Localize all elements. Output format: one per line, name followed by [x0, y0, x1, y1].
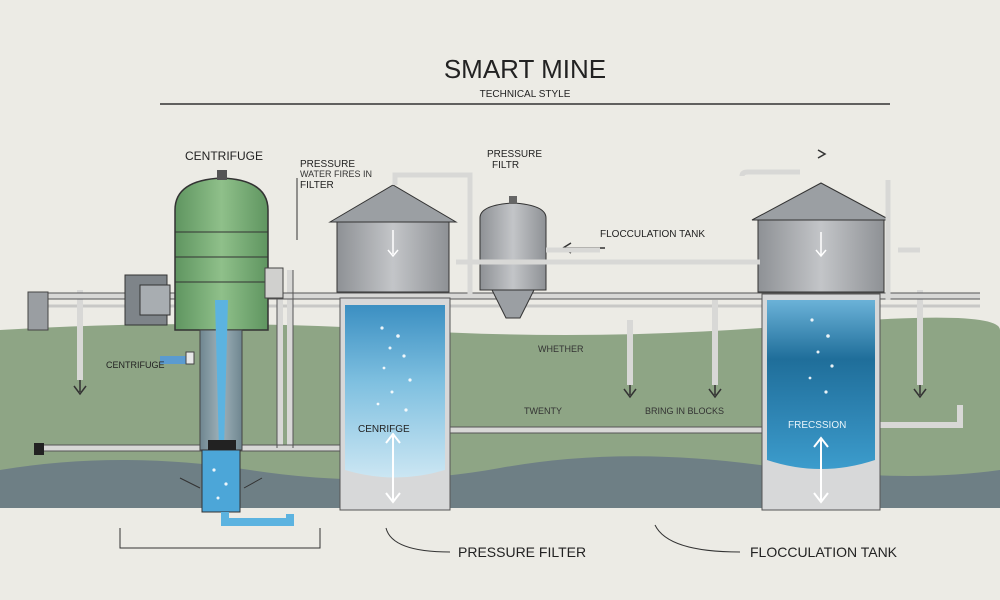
small-label-1: WHETHER	[538, 344, 584, 354]
label-pressure-filter-garbled-2: WATER FIRES IN	[300, 169, 372, 179]
label-pressure-filter-top-1: PRESSURE	[487, 149, 542, 160]
centrifuge	[174, 170, 284, 331]
flocculation-tank	[739, 169, 920, 511]
connecting-pipes	[392, 172, 760, 298]
label-centrifuge-top: CENTRIFUGE	[185, 149, 263, 163]
label-centrifuge-tank: CENRIFGE	[358, 424, 410, 435]
label-pressure-filter-garbled-3: FILTER	[300, 180, 334, 191]
header: SMART MINE TECHNICAL STYLE	[160, 54, 890, 105]
pressure-filter-small	[479, 196, 547, 319]
page-subtitle: TECHNICAL STYLE	[480, 89, 571, 100]
small-label-3: BRING IN BLOCKS	[645, 406, 724, 416]
callout-lines	[119, 178, 741, 553]
small-label-2: TWENTY	[524, 406, 562, 416]
groundwater-layer	[0, 456, 1000, 510]
bedrock-band	[0, 508, 1000, 600]
label-flocculation-inner: FRECSSION	[788, 420, 846, 431]
page-title: SMART MINE	[444, 54, 606, 84]
valve-marker	[34, 443, 44, 455]
label-pressure-filter-top-2: FILTR	[492, 160, 519, 171]
label-centrifuge-side: CENTRIFUGE	[106, 360, 165, 370]
label-bottom-pressure-filter: PRESSURE FILTER	[458, 544, 586, 560]
ground-layers	[0, 317, 1000, 600]
labels: CENTRIFUGE PRESSURE WATER FIRES IN FILTE…	[106, 149, 898, 560]
centrifuge-shaft	[160, 300, 294, 526]
water-bubbles	[212, 318, 834, 500]
label-bottom-flocculation-tank: FLOCCULATION TANK	[750, 544, 898, 560]
pump-unit	[27, 274, 171, 331]
label-pressure-filter-garbled-1: PRESSURE	[300, 159, 355, 170]
pressure-filter-tank	[328, 184, 458, 511]
label-flocculation-tank-top: FLOCCULATION TANK	[600, 229, 705, 240]
